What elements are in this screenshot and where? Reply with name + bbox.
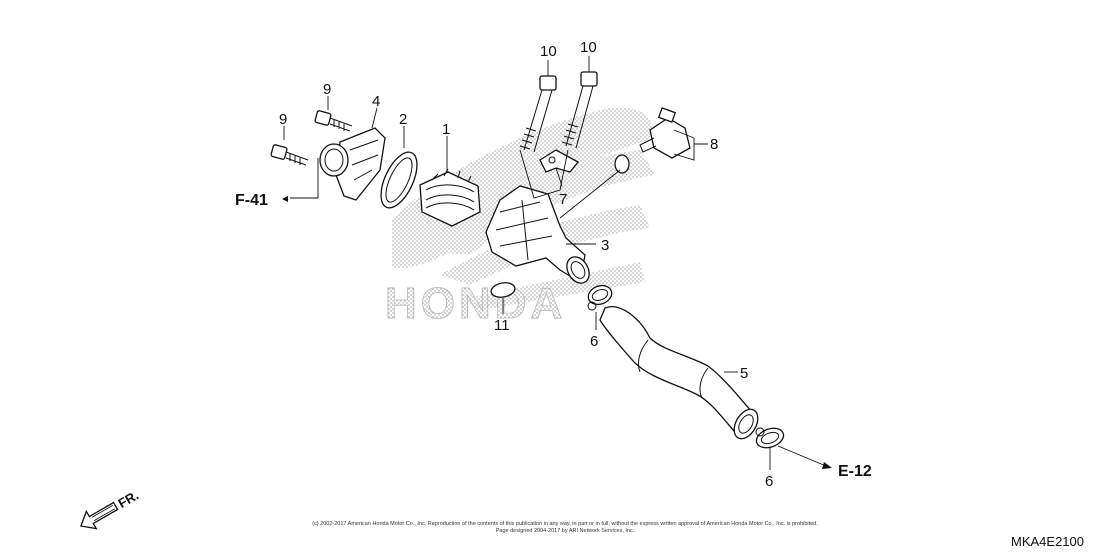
- bracket-clip-7: [539, 149, 579, 173]
- ref-f41[interactable]: F-41: [235, 192, 268, 209]
- bolt-9-upper: [314, 110, 353, 132]
- callout-9-lower: 9: [279, 111, 287, 128]
- diagram-code: MKA4E2100: [1011, 534, 1084, 549]
- thermostat-housing-3: [485, 185, 590, 284]
- ref-e12[interactable]: E-12: [838, 463, 872, 480]
- copyright-notice: (c) 2002-2017 American Honda Motor Co., …: [300, 521, 830, 535]
- hose-clamp-6-lower: [755, 427, 785, 449]
- callout-6-lower: 6: [765, 473, 773, 490]
- callout-3: 3: [601, 237, 609, 254]
- water-outlet-cover-4: [319, 127, 386, 201]
- front-direction-arrow: FR.: [80, 487, 142, 530]
- sensor-8: [639, 107, 691, 159]
- callout-5: 5: [740, 365, 748, 382]
- copyright-line-1: (c) 2002-2017 American Honda Motor Co., …: [312, 521, 818, 527]
- sensor-o-ring: [614, 154, 630, 174]
- callout-1: 1: [442, 121, 450, 138]
- flange-bolt-10-right: [561, 71, 598, 149]
- water-hose-5: [599, 306, 759, 440]
- thermostat-1: [419, 168, 481, 227]
- front-direction-label: FR.: [116, 487, 142, 510]
- callout-11: 11: [494, 317, 510, 334]
- copyright-line-2: Page designed 2004-2017 by ARI Network S…: [495, 528, 635, 534]
- callout-8: 8: [710, 136, 718, 153]
- honda-word-watermark: HONDA: [385, 279, 566, 328]
- o-ring-11: [490, 282, 516, 298]
- callout-7: 7: [559, 191, 567, 208]
- arrow-to-f41: [282, 196, 288, 202]
- callout-6-upper: 6: [590, 333, 598, 350]
- callout-4: 4: [372, 93, 380, 110]
- callout-10-right: 10: [580, 39, 597, 56]
- callout-9-upper: 9: [323, 81, 331, 98]
- leader-lines: [283, 56, 771, 470]
- bolt-9-lower: [270, 144, 309, 166]
- hose-clamp-6-upper: [587, 284, 613, 311]
- callout-2: 2: [399, 111, 407, 128]
- arrow-to-e12: [777, 445, 832, 469]
- callout-10-left: 10: [540, 43, 557, 60]
- gasket-ring-2: [380, 151, 418, 209]
